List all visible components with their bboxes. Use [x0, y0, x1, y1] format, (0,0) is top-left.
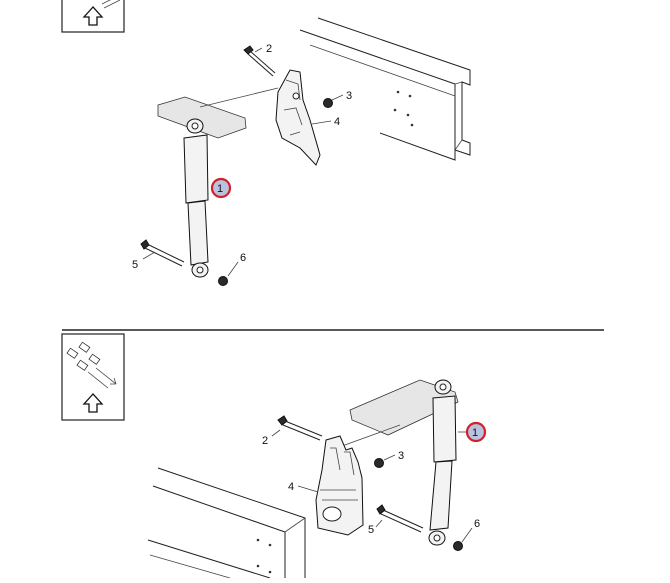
bolt [277, 415, 323, 441]
direction-arrow-icon [66, 341, 117, 389]
callout-2: 2 [266, 43, 272, 55]
direction-arrow-icon [101, 0, 121, 9]
bolt [376, 504, 424, 533]
callout-5: 5 [368, 524, 374, 536]
up-arrow-icon [82, 6, 104, 26]
callout-1-highlight[interactable]: 1 [465, 421, 487, 443]
callout-4: 4 [288, 481, 294, 493]
callout-1: 1 [472, 427, 478, 439]
callout-1-highlight[interactable]: 1 [210, 177, 232, 199]
bolt [243, 45, 276, 77]
bottom-orientation-box [61, 333, 125, 421]
callout-6: 6 [240, 252, 246, 264]
mounting-plate [157, 96, 247, 139]
mounting-plate [349, 379, 459, 436]
chassis-rail [299, 17, 471, 161]
callout-3: 3 [398, 450, 404, 462]
bottom-view: 1 2 3 4 5 6 [61, 333, 487, 579]
shock-absorber [428, 379, 457, 546]
nut [323, 98, 333, 108]
chassis-rail [147, 467, 306, 579]
nut [218, 276, 228, 286]
callout-4: 4 [334, 116, 340, 128]
up-arrow-icon [82, 393, 104, 413]
callout-6: 6 [474, 518, 480, 530]
bracket [275, 69, 321, 166]
top-orientation-box [61, 0, 125, 33]
bracket [315, 435, 364, 536]
callout-2: 2 [262, 435, 268, 447]
callout-5: 5 [132, 259, 138, 271]
callout-1: 1 [217, 183, 223, 195]
bolt [140, 239, 185, 267]
nut [374, 458, 384, 468]
top-view: 1 2 3 4 5 6 [61, 0, 471, 286]
nut [453, 541, 463, 551]
shock-absorber [183, 118, 209, 278]
callout-3: 3 [346, 90, 352, 102]
